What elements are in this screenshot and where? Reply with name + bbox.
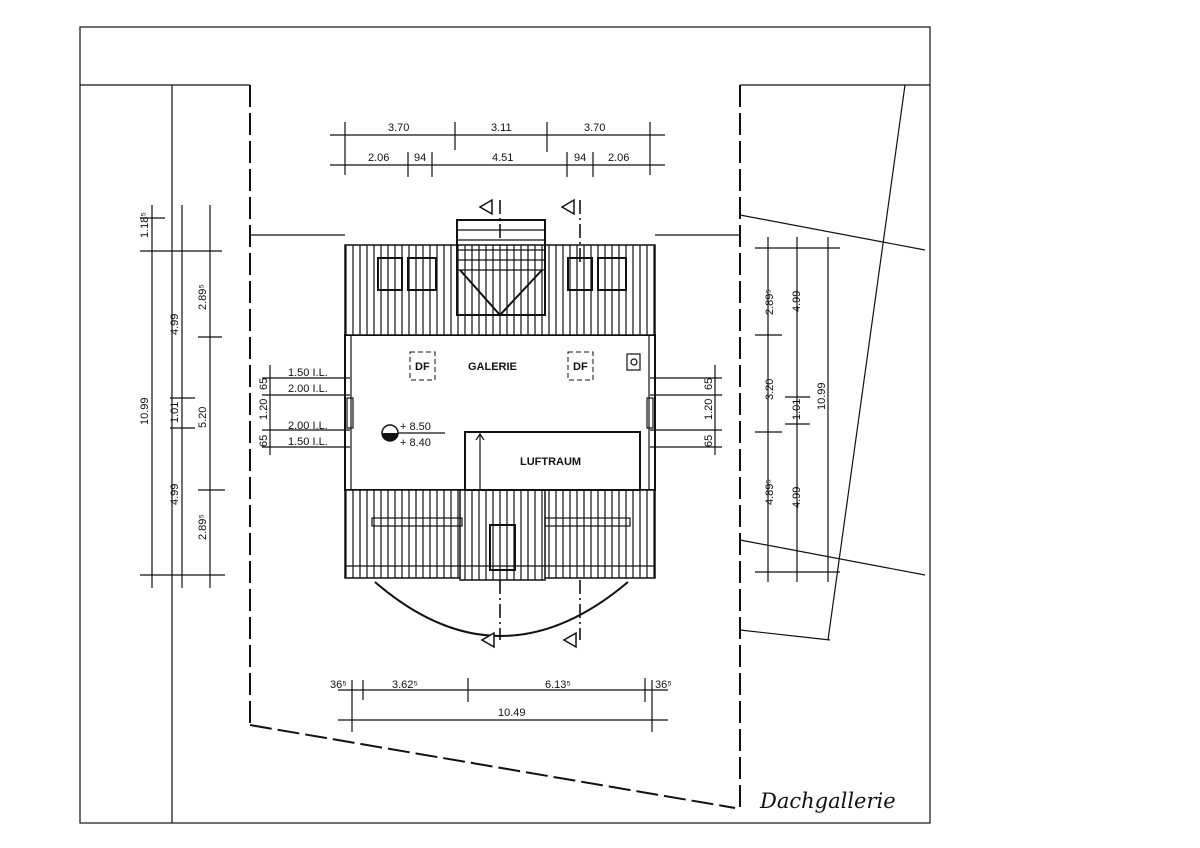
dimension-label: 94: [574, 152, 586, 164]
dormer-bottom: [459, 489, 546, 581]
dimension-label: 4.99: [791, 291, 803, 312]
dimension-label: 2.89⁵: [197, 514, 209, 540]
section-arrow-icon: [562, 631, 577, 649]
dimension-label: 1.20: [703, 399, 715, 420]
window: [407, 257, 437, 291]
dimension-label: 65: [258, 378, 270, 390]
dimension-label: 4.99: [169, 484, 181, 505]
dimension-label: 1.20: [258, 399, 270, 420]
dimension-label: 1.01: [169, 402, 181, 423]
level-marker: + 8.50 + 8.40: [381, 421, 445, 449]
dimension-label: 2.00 I.L.: [288, 420, 328, 432]
dimension-label: 65: [703, 435, 715, 447]
section-arrow-icon: [560, 198, 575, 216]
dimension-label: 1.50 I.L.: [288, 436, 328, 448]
skylight: [567, 351, 594, 381]
window: [597, 257, 627, 291]
dimension-label: 36⁵: [330, 679, 347, 691]
section-arrow-icon: [480, 631, 495, 649]
dimension-label: 4.99: [791, 487, 803, 508]
dimension-label: 2.06: [368, 152, 389, 164]
dimension-label: 1.18⁵: [139, 212, 151, 238]
dimension-label: 65: [703, 378, 715, 390]
dimension-label: 2.06: [608, 152, 629, 164]
dimension-label: 4.89⁵: [764, 479, 776, 505]
dimension-label: 36⁵: [655, 679, 672, 691]
dimension-label: 1.01: [791, 399, 803, 420]
house-outline: DF DF GALERIE LUFTRAUM + 8.50 + 8.40: [344, 219, 656, 637]
room-label-galerie: GALERIE: [468, 361, 517, 373]
dimension-top: 3.70 3.11 3.70 2.06 94 4.51 94 2.06: [330, 122, 665, 177]
level-lower: + 8.40: [400, 437, 431, 449]
window: [489, 524, 516, 571]
dimension-label: 3.70: [388, 122, 409, 134]
dimension-left: 1.18⁵ 10.99 4.99 1.01 4.99 2.89⁵ 5.20 2.…: [139, 205, 225, 588]
skylight-label: DF: [415, 361, 430, 373]
dimension-label: 5.20: [197, 407, 209, 428]
dimension-label: 4.99: [169, 314, 181, 335]
dimension-label: 2.00 I.L.: [288, 383, 328, 395]
dimension-label: 10.99: [139, 397, 151, 425]
dimension-label: 6.13⁵: [545, 679, 571, 691]
dimension-label: 10.49: [498, 707, 526, 719]
skylight-label: DF: [573, 361, 588, 373]
window-height-notes: 1.50 I.L. 2.00 I.L. 2.00 I.L. 1.50 I.L. …: [258, 365, 722, 455]
dimension-label: 3.70: [584, 122, 605, 134]
dimension-label: 10.99: [816, 382, 828, 410]
section-arrow-icon: [478, 198, 493, 216]
room-label-luftraum: LUFTRAUM: [520, 456, 581, 468]
site-boundary: [79, 26, 931, 824]
drawing-title: Dachgallerie: [759, 789, 896, 813]
skylight: [409, 351, 436, 381]
dimension-label: 1.50 I.L.: [288, 367, 328, 379]
dimension-label: 94: [414, 152, 426, 164]
dimension-label: 3.11: [491, 122, 512, 134]
level-upper: + 8.50: [400, 421, 431, 433]
dimension-label: 3.62⁵: [392, 679, 418, 691]
luftraum-void: [464, 431, 641, 491]
dimension-label: 2.89⁵: [764, 289, 776, 315]
dimension-label: 65: [258, 435, 270, 447]
dormer-stairs: [457, 229, 545, 317]
balcony-arc: [374, 581, 629, 637]
dimension-label: 4.51: [492, 152, 513, 164]
dimension-label: 3.20: [764, 379, 776, 400]
dimension-label: 2.89⁵: [197, 284, 209, 310]
dimension-right: 2.89⁵ 3.20 4.89⁵ 4.99 1.01 4.99 10.99: [755, 237, 840, 582]
window: [377, 257, 403, 291]
dimension-bottom: 36⁵ 3.62⁵ 6.13⁵ 36⁵ 10.49: [330, 678, 672, 732]
section-markers: [478, 198, 581, 649]
